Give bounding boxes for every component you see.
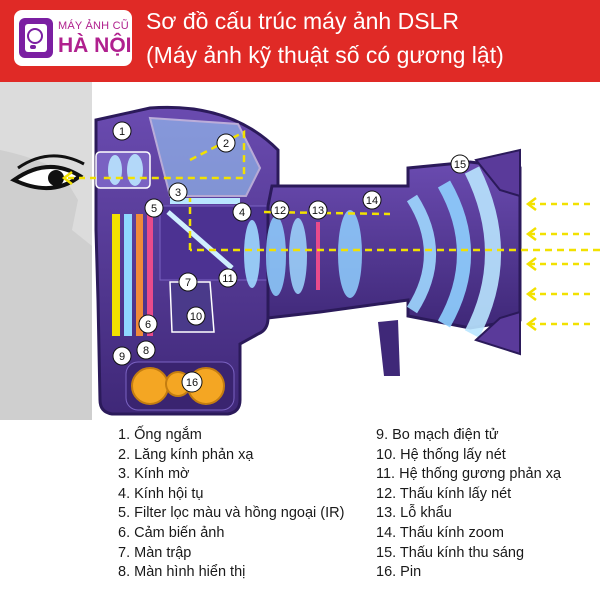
callout-9: 9 [112, 346, 132, 366]
svg-text:5: 5 [151, 203, 157, 215]
callout-8: 8 [136, 340, 156, 360]
legend-item: 6. Cảm biến ảnh [118, 524, 225, 541]
camera-body [94, 105, 280, 416]
legend-item: 8. Màn hình hiển thị [118, 564, 246, 581]
logo-text-bottom: HÀ NỘI [58, 34, 132, 57]
svg-text:12: 12 [274, 205, 286, 217]
incoming-light-arrows [525, 197, 590, 331]
aperture [316, 222, 320, 290]
callout-10: 10 [186, 306, 206, 326]
callout-markers: 1 2 3 4 5 6 7 8 9 10 11 12 13 14 15 16 [112, 121, 470, 393]
battery-left [131, 367, 169, 405]
callout-4: 4 [232, 202, 252, 222]
title-line-1: Sơ đồ cấu trúc máy ảnh DSLR [146, 8, 459, 34]
eye-icon [10, 154, 85, 191]
legend-item: 2. Lăng kính phản xạ [118, 446, 254, 463]
callout-6: 6 [138, 314, 158, 334]
legend-item: 4. Kính hội tụ [118, 485, 204, 502]
legend-item: 3. Kính mờ [118, 466, 190, 483]
svg-text:6: 6 [145, 319, 151, 331]
callout-12: 12 [270, 200, 290, 220]
callout-5: 5 [144, 198, 164, 218]
logo: MÁY ẢNH CŨ HÀ NỘI [14, 10, 132, 66]
callout-2: 2 [216, 133, 236, 153]
legend-item: 7. Màn trập [118, 544, 192, 561]
svg-text:1: 1 [119, 126, 125, 138]
svg-text:4: 4 [239, 207, 245, 219]
legend-right: 9. Bo mạch điện tử 10. Hệ thống lấy nét … [376, 426, 561, 583]
legend-item: 15. Thấu kính thu sáng [376, 544, 525, 561]
dslr-diagram: 1 2 3 4 5 6 7 8 9 10 11 12 13 14 15 16 [0, 82, 600, 420]
svg-text:8: 8 [143, 345, 149, 357]
svg-text:7: 7 [185, 277, 191, 289]
header-banner: MÁY ẢNH CŨ HÀ NỘI Sơ đồ cấu trúc máy ảnh… [0, 0, 600, 82]
title-line-2: (Máy ảnh kỹ thuật số có gương lật) [146, 42, 504, 68]
svg-text:3: 3 [175, 187, 181, 199]
legend-item: 11. Hệ thống gương phản xạ [376, 466, 562, 483]
legend-item: 16. Pin [376, 564, 422, 581]
callout-13: 13 [308, 200, 328, 220]
callout-15: 15 [450, 154, 470, 174]
svg-text:11: 11 [222, 273, 233, 285]
lens-barrel [244, 148, 522, 376]
legend-item: 5. Filter lọc màu và hồng ngoại (IR) [118, 505, 345, 522]
mirror [166, 210, 234, 270]
legend-item: 12. Thấu kính lấy nét [376, 485, 512, 502]
svg-text:2: 2 [223, 138, 229, 150]
svg-text:15: 15 [454, 159, 466, 171]
callout-1: 1 [112, 121, 132, 141]
callout-7: 7 [178, 272, 198, 292]
svg-text:9: 9 [119, 351, 125, 363]
svg-text:16: 16 [186, 377, 198, 389]
legend-item: 13. Lỗ khẩu [376, 505, 452, 522]
callout-11: 11 [218, 268, 238, 288]
callout-3: 3 [168, 182, 188, 202]
camera-logo-icon [19, 18, 53, 58]
legend-item: 9. Bo mạch điện tử [376, 427, 499, 443]
svg-text:13: 13 [312, 205, 324, 217]
svg-text:10: 10 [190, 311, 202, 323]
callout-14: 14 [362, 190, 382, 210]
logo-text-top: MÁY ẢNH CŨ [58, 20, 129, 32]
eye-arrow [61, 171, 96, 185]
svg-text:14: 14 [366, 195, 378, 207]
legend-item: 10. Hệ thống lấy nét [376, 446, 506, 463]
callout-16: 16 [181, 371, 203, 393]
legend-left: 1. Ống ngắm 2. Lăng kính phản xạ 3. Kính… [118, 426, 344, 583]
legend-item: 14. Thấu kính zoom [376, 524, 504, 541]
legend-item: 1. Ống ngắm [118, 427, 202, 443]
